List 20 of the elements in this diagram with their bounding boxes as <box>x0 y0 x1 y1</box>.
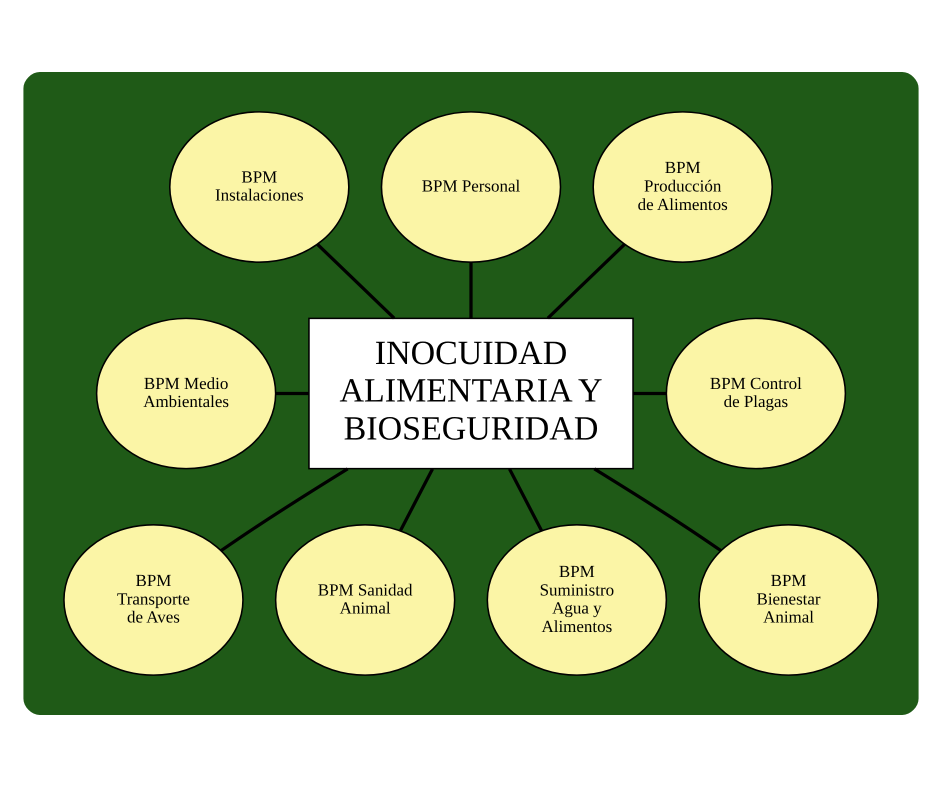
node-ellipse: BPM Bienestar Animal <box>698 524 879 676</box>
connector <box>399 468 434 532</box>
connector <box>276 392 309 396</box>
connector <box>508 468 543 532</box>
node-box: INOCUIDAD ALIMENTARIA Y BIOSEGURIDAD <box>308 318 634 470</box>
node-ellipse: BPM Instalaciones <box>169 111 350 263</box>
connector <box>594 468 722 552</box>
cluster <box>23 72 919 715</box>
connector <box>633 392 666 396</box>
node-ellipse: BPM Transporte de Aves <box>63 524 244 676</box>
node-ellipse: BPM Sanidad Animal <box>274 524 456 676</box>
node-ellipse: BPM Suministro Agua y Alimentos <box>486 524 668 676</box>
node-ellipse: BPM Producción de Alimentos <box>592 111 773 263</box>
node-ellipse: BPM Personal <box>380 111 562 263</box>
connector <box>220 468 348 552</box>
connector <box>316 243 396 320</box>
node-ellipse: BPM Control de Plagas <box>666 318 846 470</box>
node-ellipse: BPM Medio Ambientales <box>96 318 276 470</box>
connector <box>546 243 626 320</box>
connector <box>469 262 473 318</box>
